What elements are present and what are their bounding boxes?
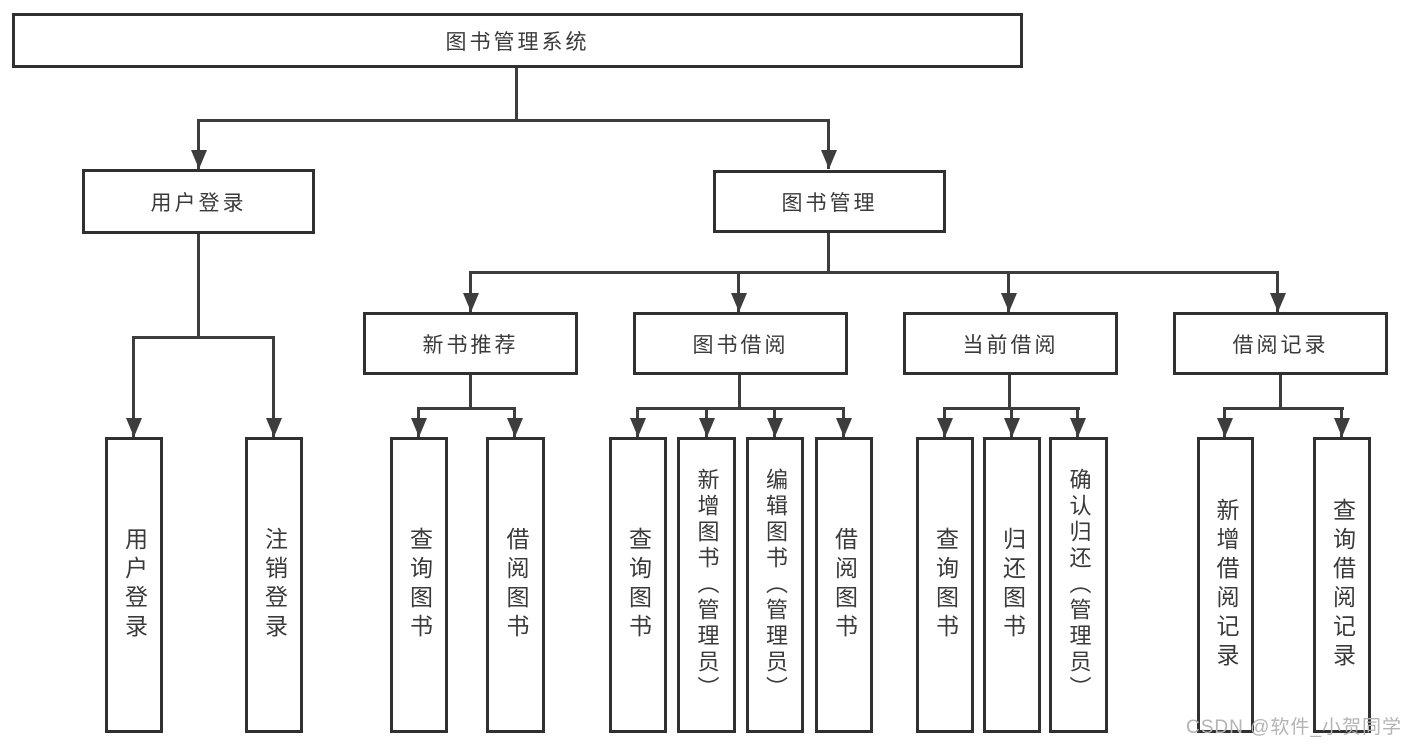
- connector-user-login-bar: [132, 336, 275, 339]
- node-leaf-query-books-recommend-label: 查询图书: [406, 527, 433, 643]
- node-leaf-add-book-admin-label: 新增图书（管理员）: [694, 468, 720, 702]
- connector-book-borrow-bar: [636, 407, 845, 410]
- connector-current-borrow-stem: [1008, 375, 1011, 407]
- node-borrow-records: 借阅记录: [1173, 312, 1388, 375]
- connector-book-borrow-stem: [738, 375, 741, 407]
- arrow-down-icon: [1223, 407, 1226, 437]
- arrow-down-icon: [1276, 271, 1279, 312]
- arrow-down-icon: [132, 336, 135, 437]
- node-leaf-return-books-label: 归还图书: [999, 527, 1026, 643]
- arrow-down-icon: [1010, 407, 1013, 437]
- node-leaf-return-books: 归还图书: [983, 437, 1041, 733]
- node-user-login-label: 用户登录: [150, 191, 247, 215]
- node-leaf-query-books-current-label: 查询图书: [932, 527, 959, 643]
- node-current-borrow: 当前借阅: [903, 312, 1118, 375]
- node-leaf-query-books-current: 查询图书: [916, 437, 974, 733]
- connector-level3-bar: [469, 271, 1278, 274]
- connector-recommend-bar: [417, 407, 516, 410]
- node-leaf-query-books-borrow: 查询图书: [609, 437, 667, 733]
- arrow-down-icon: [1340, 407, 1343, 437]
- node-leaf-edit-book-admin-label: 编辑图书（管理员）: [763, 468, 788, 702]
- node-leaf-add-borrow-record-label: 新增借阅记录: [1213, 498, 1239, 672]
- arrow-down-icon: [513, 407, 516, 437]
- node-leaf-confirm-return-admin: 确认归还（管理员）: [1049, 437, 1108, 733]
- connector-records-stem: [1279, 375, 1282, 407]
- arrow-down-icon: [272, 336, 275, 437]
- node-new-book-recommend-label: 新书推荐: [422, 333, 519, 357]
- arrow-down-icon: [943, 407, 946, 437]
- arrow-down-icon: [1076, 407, 1079, 437]
- arrow-down-icon: [636, 407, 639, 437]
- node-user-login: 用户登录: [82, 169, 315, 234]
- arrow-down-icon: [417, 407, 420, 437]
- node-leaf-borrow-books: 借阅图书: [815, 437, 873, 733]
- arrow-down-icon: [842, 407, 845, 437]
- node-leaf-borrow-books-recommend: 借阅图书: [486, 437, 545, 733]
- arrow-down-icon: [469, 271, 472, 312]
- node-leaf-user-login: 用户登录: [105, 437, 163, 733]
- connector-records-bar: [1223, 407, 1344, 410]
- connector-level2-bar: [197, 119, 830, 122]
- node-book-borrow-label: 图书借阅: [692, 333, 789, 357]
- node-root-label: 图书管理系统: [445, 30, 590, 54]
- node-leaf-logout-label: 注销登录: [261, 527, 288, 643]
- node-leaf-confirm-return-admin-label: 确认归还（管理员）: [1066, 468, 1092, 702]
- arrow-down-icon: [773, 407, 776, 437]
- node-root-system: 图书管理系统: [12, 13, 1023, 68]
- connector-book-mgmt-stem: [827, 233, 830, 271]
- node-book-management-label: 图书管理: [781, 191, 878, 215]
- node-book-borrow: 图书借阅: [633, 312, 848, 375]
- arrow-down-icon: [705, 407, 708, 437]
- node-leaf-query-books-borrow-label: 查询图书: [625, 527, 652, 643]
- node-leaf-query-borrow-record: 查询借阅记录: [1313, 437, 1371, 733]
- node-leaf-query-books-recommend: 查询图书: [390, 437, 448, 733]
- arrow-down-icon: [197, 119, 200, 169]
- node-leaf-add-book-admin: 新增图书（管理员）: [677, 437, 736, 733]
- node-leaf-borrow-books-recommend-label: 借阅图书: [503, 527, 529, 643]
- node-leaf-add-borrow-record: 新增借阅记录: [1197, 437, 1254, 733]
- connector-recommend-stem: [469, 375, 472, 407]
- node-borrow-records-label: 借阅记录: [1232, 333, 1329, 357]
- connector-root-stem: [515, 68, 518, 119]
- node-current-borrow-label: 当前借阅: [962, 333, 1059, 357]
- connector-user-login-stem: [197, 234, 200, 336]
- node-leaf-query-borrow-record-label: 查询借阅记录: [1329, 498, 1356, 672]
- arrow-down-icon: [1007, 271, 1010, 312]
- arrow-down-icon: [737, 271, 740, 312]
- node-leaf-borrow-books-label: 借阅图书: [831, 527, 858, 643]
- node-leaf-edit-book-admin: 编辑图书（管理员）: [746, 437, 804, 733]
- csdn-watermark: CSDN @软件_小贺同学: [1186, 717, 1402, 738]
- arrow-down-icon: [827, 119, 830, 169]
- node-book-management: 图书管理: [713, 170, 946, 233]
- node-leaf-logout: 注销登录: [245, 437, 303, 733]
- node-leaf-user-login-label: 用户登录: [121, 527, 148, 643]
- node-new-book-recommend: 新书推荐: [363, 312, 578, 375]
